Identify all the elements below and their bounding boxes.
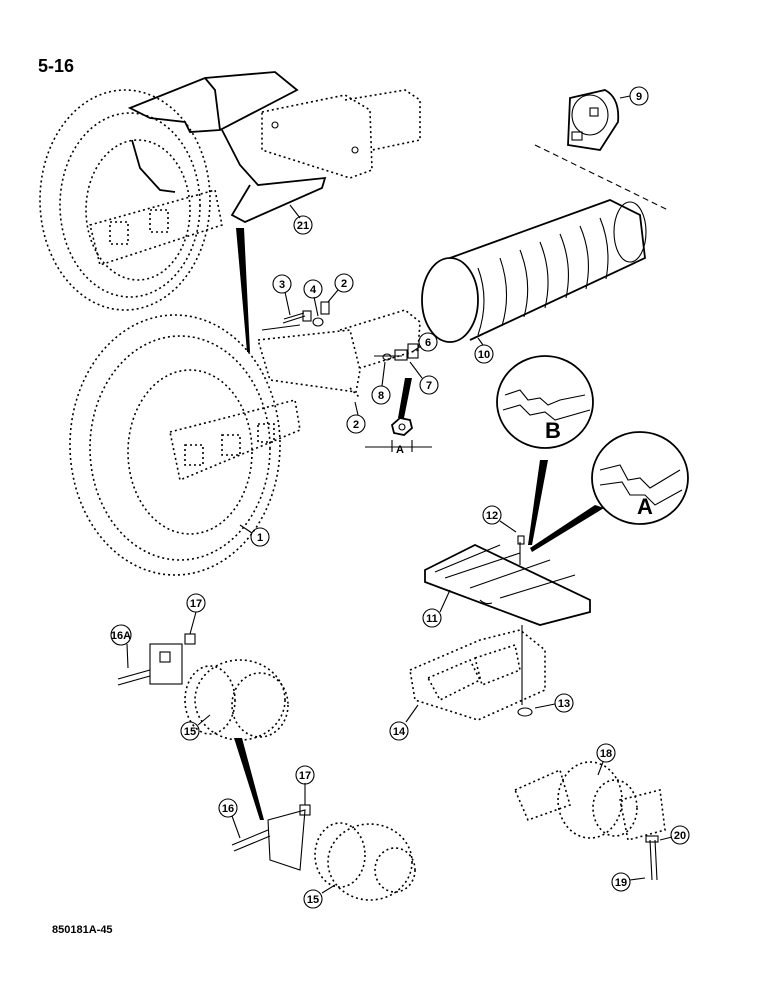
bottom-roller-lower [231, 804, 416, 901]
callout-9 [474, 344, 494, 364]
svg-text:2: 2 [353, 419, 359, 431]
svg-text:18: 18 [600, 748, 612, 760]
front-idler-wheel-part-1 [69, 314, 301, 576]
svg-text:9: 9 [636, 91, 642, 103]
svg-text:16A: 16A [111, 630, 131, 642]
bottom-roller-upper [117, 633, 289, 820]
callout-1 [250, 527, 270, 547]
callout-5 [303, 279, 323, 299]
callout-19 [611, 872, 631, 892]
callout-10 [629, 86, 649, 106]
callout-14 [389, 721, 409, 741]
callout-7 [419, 375, 439, 395]
callout-11 [422, 608, 442, 628]
guard-plate-part-21 [127, 71, 327, 241]
callout-3 [272, 274, 292, 294]
callout-17-lower [295, 765, 315, 785]
callout-17-upper [186, 593, 206, 613]
dimension-label: A [396, 444, 404, 456]
svg-text:17: 17 [299, 770, 311, 782]
track-shoe-part-11 [424, 535, 591, 626]
svg-text:7: 7 [426, 380, 432, 392]
hex-nut-dimension [365, 378, 432, 452]
spring-cap-part-10 [567, 89, 620, 151]
callout-13 [554, 693, 574, 713]
detail-b [496, 355, 594, 545]
detail-a [530, 431, 689, 552]
callout-15-upper [180, 721, 200, 741]
top-roller-part-18 [513, 761, 666, 881]
callout-20 [670, 825, 690, 845]
callout-16 [218, 798, 238, 818]
leader-21 [236, 228, 250, 352]
svg-text:14: 14 [393, 726, 406, 738]
svg-text:1: 1 [257, 532, 263, 544]
callout-4 [334, 273, 354, 293]
svg-text:6: 6 [425, 337, 431, 349]
page-number: 5-16 [38, 56, 75, 76]
svg-text:17: 17 [190, 598, 202, 610]
callout-16A [110, 624, 132, 646]
svg-text:13: 13 [558, 698, 570, 710]
svg-text:10: 10 [478, 349, 490, 361]
recoil-spring-part-9 [421, 144, 669, 343]
recoil-cylinder-part-2 [256, 309, 421, 399]
svg-text:11: 11 [426, 613, 438, 625]
svg-text:3: 3 [279, 279, 285, 291]
upper-idler-wheel-ghost [39, 89, 223, 311]
svg-text:19: 19 [615, 877, 627, 889]
svg-text:12: 12 [486, 510, 498, 522]
svg-text:2: 2 [341, 278, 347, 290]
callouts: 21 9 3 4 2 6 7 8 10 1 2 [110, 86, 690, 909]
svg-text:15: 15 [307, 894, 319, 906]
detail-b-letter: B [545, 418, 561, 443]
svg-text:4: 4 [310, 284, 317, 296]
callout-12 [482, 505, 502, 525]
callout-15-lower [303, 889, 323, 909]
callout-8 [371, 385, 391, 405]
svg-text:20: 20 [674, 830, 686, 842]
callout-21 [293, 215, 313, 235]
callout-6-upper [418, 332, 438, 352]
track-chain-part-14 [409, 625, 546, 721]
callout-2 [346, 414, 366, 434]
svg-text:15: 15 [184, 726, 196, 738]
figure-code: 850181A-45 [52, 924, 113, 936]
svg-text:21: 21 [297, 220, 309, 232]
upper-yoke-ghost [261, 89, 421, 179]
grease-fitting-assembly [282, 301, 419, 361]
detail-a-letter: A [637, 494, 653, 519]
svg-text:8: 8 [378, 390, 384, 402]
callout-18 [596, 743, 616, 763]
svg-text:16: 16 [222, 803, 234, 815]
